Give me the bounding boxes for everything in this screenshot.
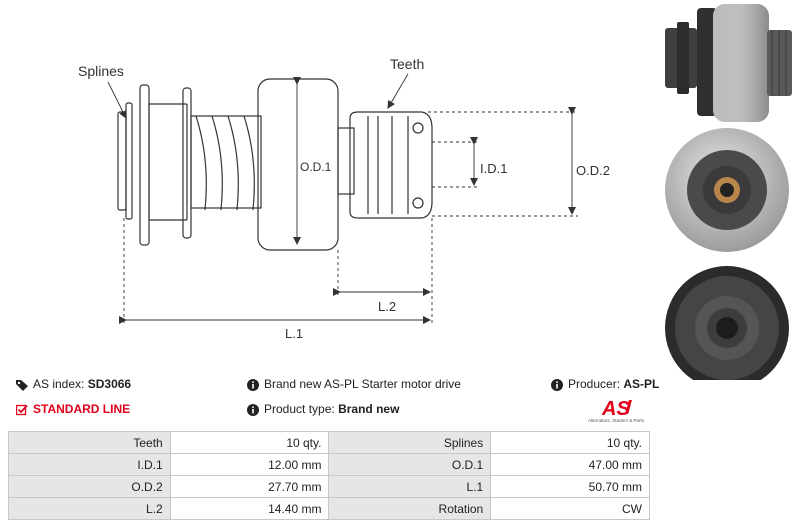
spec-value-cell: 50.70 mm xyxy=(490,475,650,498)
spec-label-cell: I.D.1 xyxy=(8,453,171,476)
checkbox-check-icon xyxy=(16,404,28,415)
product-type-label: Product type: xyxy=(264,402,335,416)
id1-label: I.D.1 xyxy=(480,161,507,176)
producer-row: Producer: AS-PL xyxy=(551,377,659,391)
as-pl-logo: AS Alternators, Starters & Parts xyxy=(588,396,650,426)
photo-back-view xyxy=(665,266,789,380)
od1-label: O.D.1 xyxy=(300,160,332,174)
spec-value-cell: 12.00 mm xyxy=(169,453,330,476)
spec-value-cell: 47.00 mm xyxy=(490,453,650,476)
l2-label: L.2 xyxy=(378,299,396,314)
standard-line-text: STANDARD LINE xyxy=(33,402,131,416)
producer-value: AS-PL xyxy=(623,377,660,391)
spec-value-cell: 10 qty. xyxy=(490,431,650,454)
logo-text: AS xyxy=(601,398,630,418)
description-text: Brand new AS-PL Starter motor drive xyxy=(264,377,461,391)
spec-label-cell: Rotation xyxy=(328,497,492,520)
info-icon xyxy=(247,403,259,416)
producer-label: Producer: xyxy=(568,377,621,391)
od2-label: O.D.2 xyxy=(576,163,610,178)
product-type-row: Product type: Brand new xyxy=(247,402,399,416)
splines-label: Splines xyxy=(78,63,124,79)
photo-side-view xyxy=(665,4,792,122)
logo-mark: AS xyxy=(601,398,632,418)
product-type-value: Brand new xyxy=(338,402,400,416)
logo-subtitle: Alternators, Starters & Parts xyxy=(588,418,645,423)
spec-label-cell: L.1 xyxy=(328,475,492,498)
product-photos xyxy=(665,4,792,380)
spec-value-cell: 27.70 mm xyxy=(169,475,330,498)
l1-label: L.1 xyxy=(285,326,303,341)
spec-label-cell: Teeth xyxy=(8,431,171,454)
spec-label-cell: O.D.1 xyxy=(328,453,492,476)
info-icon xyxy=(247,378,259,391)
tag-icon xyxy=(16,379,28,391)
spec-value-cell: 14.40 mm xyxy=(169,497,330,520)
spec-value-cell: CW xyxy=(490,497,650,520)
as-index-row: AS index: SD3066 xyxy=(16,377,131,391)
description-row: Brand new AS-PL Starter motor drive xyxy=(247,377,461,391)
spec-label-cell: L.2 xyxy=(8,497,171,520)
spec-label-cell: Splines xyxy=(328,431,492,454)
technical-drawing: Splines Teeth O.D.1 I.D.1 O.D.2 L.2 L.1 xyxy=(78,56,610,341)
as-index-label: AS index: xyxy=(33,377,85,391)
as-index-value: SD3066 xyxy=(87,377,132,391)
standard-line-row: STANDARD LINE xyxy=(16,402,130,416)
teeth-label: Teeth xyxy=(390,56,424,72)
photo-front-view xyxy=(665,128,789,252)
spec-label-cell: O.D.2 xyxy=(8,475,171,498)
info-icon xyxy=(551,378,563,391)
spec-value-cell: 10 qty. xyxy=(169,431,330,454)
